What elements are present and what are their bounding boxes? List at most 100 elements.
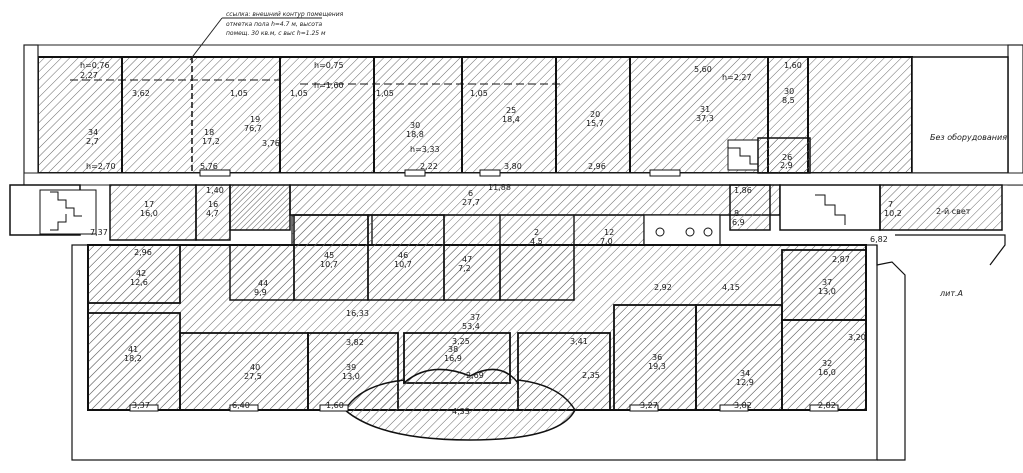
room-8-area: 6,9 <box>732 218 745 227</box>
room-34b-area: 12,9 <box>736 378 754 387</box>
dim: 2,92 <box>654 283 672 292</box>
dim: 3,82 <box>734 401 752 410</box>
top-block <box>23 44 1023 186</box>
room-41-num: 41 <box>128 345 138 354</box>
room-37b-num: 37 <box>470 313 480 322</box>
room-44-num: 44 <box>258 279 268 288</box>
dim: 2,35 <box>582 371 600 380</box>
room-2-area: 4,5 <box>530 237 543 246</box>
room-30-area: 18,8 <box>406 130 424 139</box>
room-16-num: 16 <box>208 200 218 209</box>
dim: 4,33 <box>452 407 470 416</box>
dim: 1,05 <box>230 89 248 98</box>
dim: 3,37 <box>132 401 150 410</box>
room-7-num: 7 <box>888 200 893 209</box>
room-labels: 34 2,7 18 17,2 19 76,7 30 18,8 25 18,4 2… <box>80 61 1007 416</box>
dim: 2,82 <box>818 401 836 410</box>
dim: 7,37 <box>90 228 108 237</box>
room-45-area: 10,7 <box>320 260 338 269</box>
room-16-area: 4,7 <box>206 209 219 218</box>
room-46-num: 46 <box>398 251 408 260</box>
dim: 3,80 <box>504 162 522 171</box>
dim: 11,88 <box>488 183 511 192</box>
room-31-num: 31 <box>700 105 710 114</box>
room-37-num: 37 <box>822 278 832 287</box>
dim: h=0,75 <box>314 61 344 70</box>
dim: 1,40 <box>206 186 224 195</box>
dim: 1,05 <box>376 89 394 98</box>
dim: 2,27 <box>80 71 98 80</box>
dim: 3,41 <box>570 337 588 346</box>
dim: 3,62 <box>132 89 150 98</box>
dim: 2,96 <box>134 248 152 257</box>
dim: h=3,33 <box>410 145 440 154</box>
room-19-num: 19 <box>250 115 260 124</box>
dim: 6,82 <box>870 235 888 244</box>
room-47-num: 47 <box>462 255 472 264</box>
room-7-area: 10,2 <box>884 209 902 218</box>
dim: h=0,76 <box>80 61 110 70</box>
annotation: ссылка: внешний контур помещения отметка… <box>189 11 344 61</box>
room-38-num: 38 <box>448 345 458 354</box>
room-39-area: 13,0 <box>342 372 360 381</box>
room-31-area: 37,3 <box>696 114 714 123</box>
dim: 4,15 <box>722 283 740 292</box>
room-37-area: 13,0 <box>818 287 836 296</box>
bottom-block <box>71 214 1006 461</box>
dim: 2,96 <box>588 162 606 171</box>
dim: 2,22 <box>420 162 438 171</box>
dim: 5,76 <box>200 162 218 171</box>
dim: h=2,70 <box>86 162 116 171</box>
dim: 3,76 <box>262 139 280 148</box>
dim: 2,87 <box>832 255 850 264</box>
annotation-line2: отметка пола h=4.7 м, высота <box>226 21 322 28</box>
middle-strip <box>9 184 1003 246</box>
room-36-num: 36 <box>652 353 662 362</box>
room-32-num: 32 <box>822 359 832 368</box>
no-equipment-label: Без оборудования <box>930 133 1007 142</box>
room-40-num: 40 <box>250 363 260 372</box>
room-34-num: 34 <box>88 128 98 137</box>
room-37b-area: 53,4 <box>462 322 480 331</box>
room-30b-area: 8,5 <box>782 96 795 105</box>
room-6-num: 6 <box>468 189 473 198</box>
room-2-num: 2 <box>534 228 539 237</box>
room-32-area: 16,0 <box>818 368 836 377</box>
dim: 3,27 <box>640 401 658 410</box>
room-47-area: 7,2 <box>458 264 471 273</box>
dim: 2,69 <box>466 371 484 380</box>
dim: 1,86 <box>734 186 752 195</box>
room-34b-num: 34 <box>740 369 750 378</box>
room-17-area: 16,0 <box>140 209 158 218</box>
attic-note: 2-й свет <box>936 207 971 216</box>
dim: 1,60 <box>784 61 802 70</box>
room-34-area: 2,7 <box>86 137 99 146</box>
stair-right <box>815 194 846 225</box>
room-12-num: 12 <box>604 228 614 237</box>
dim: 3,20 <box>848 333 866 342</box>
room-40-area: 27,5 <box>244 372 262 381</box>
room-18-num: 18 <box>204 128 214 137</box>
room-46-area: 10,7 <box>394 260 412 269</box>
room-30b-num: 30 <box>784 87 794 96</box>
room-26-area: 2,9 <box>780 161 793 170</box>
room-42-area: 12,6 <box>130 278 148 287</box>
room-41-area: 18,2 <box>124 354 142 363</box>
annotation-line3: помещ. 30 кв.м, с выс h=1.25 м <box>226 30 326 37</box>
annotation-line1: ссылка: внешний контур помещения <box>226 11 344 18</box>
room-44-area: 9,9 <box>254 288 267 297</box>
room-42-num: 42 <box>136 269 146 278</box>
dim: h=2,27 <box>722 73 752 82</box>
room-6-area: 27,7 <box>462 198 480 207</box>
stair-left <box>39 189 97 235</box>
room-25-num: 25 <box>506 106 516 115</box>
room-8-num: 8 <box>734 209 739 218</box>
room-17-num: 17 <box>144 200 154 209</box>
room-38-area: 16,9 <box>444 354 462 363</box>
room-25-area: 18,4 <box>502 115 520 124</box>
room-30-num: 30 <box>410 121 420 130</box>
dim: 6,40 <box>232 401 250 410</box>
room-39-num: 39 <box>346 363 356 372</box>
side-label: лит.А <box>939 289 963 298</box>
